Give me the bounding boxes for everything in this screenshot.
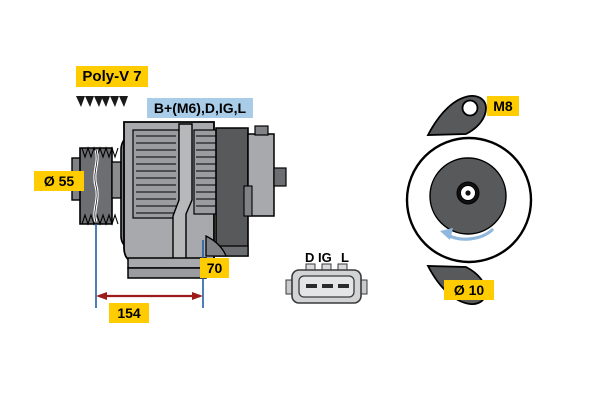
label-overall-length: 154 xyxy=(109,303,149,323)
poly-v-belt-profile-icon xyxy=(76,96,128,107)
mounting-foot xyxy=(127,267,207,279)
connector-pin-label-d: D xyxy=(305,250,315,265)
shaft-center xyxy=(465,190,471,196)
label-pulley-diameter: Ø 55 xyxy=(34,171,84,191)
label-top-mount-thread: M8 xyxy=(487,96,519,116)
label-terminals: B+(M6),D,IG,L xyxy=(147,98,253,118)
label-bottom-mount-hole: Ø 10 xyxy=(444,280,494,300)
alternator-side-view xyxy=(71,121,287,279)
alternator-end-view xyxy=(405,95,533,305)
slip-ring-end-housing xyxy=(215,127,249,257)
connector-pin-label-ig: IG xyxy=(318,250,332,265)
cooling-vents-left xyxy=(136,135,176,214)
m8-mounting-hole xyxy=(461,99,479,117)
label-poly-v: Poly-V 7 xyxy=(76,66,148,87)
connector-pin-label-l: L xyxy=(341,250,349,265)
regulator-connector xyxy=(285,263,368,304)
dimension-lines xyxy=(95,224,204,308)
label-foot-width: 70 xyxy=(200,258,229,278)
rotation-direction-arrow-icon xyxy=(440,228,494,241)
top-mounting-ear xyxy=(426,95,487,136)
